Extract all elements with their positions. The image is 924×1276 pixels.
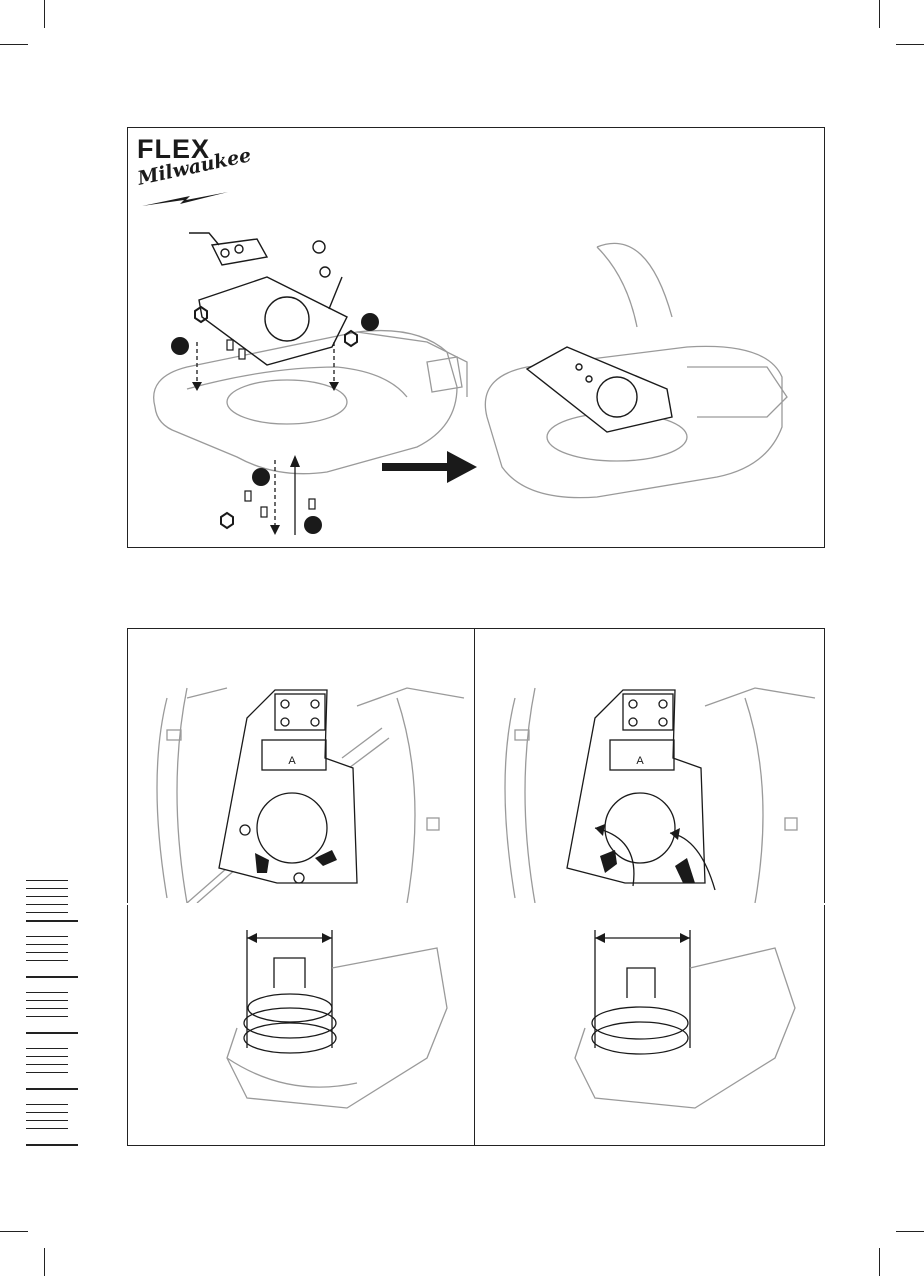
adjustment-illustration-left: A <box>127 628 474 1146</box>
crop-mark-bottom-right-h <box>896 1231 924 1232</box>
crop-mark-bottom-left-h <box>0 1231 28 1232</box>
crop-mark-top-right-h <box>896 44 924 45</box>
crop-mark-top-left-v <box>44 0 45 28</box>
assembly-illustration <box>127 127 825 548</box>
crop-mark-top-right-v <box>879 0 880 28</box>
crop-mark-bottom-right-v <box>879 1248 880 1276</box>
dimension-label-a: A <box>288 755 296 767</box>
adjustment-illustration-right: A <box>475 628 825 1146</box>
crop-mark-bottom-left-v <box>44 1248 45 1276</box>
crop-mark-top-left-h <box>0 44 28 45</box>
language-tab-strip <box>26 880 78 1150</box>
dimension-label-a-2: A <box>636 755 644 767</box>
